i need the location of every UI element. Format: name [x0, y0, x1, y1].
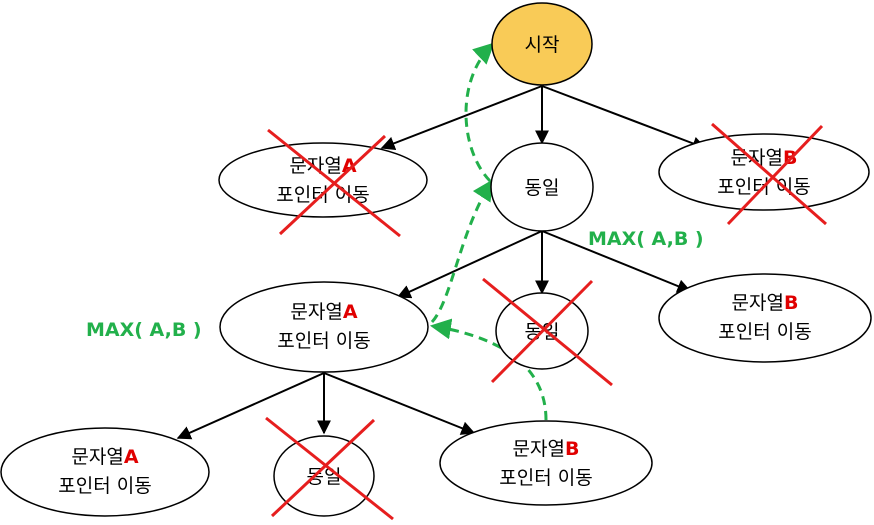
tree-edges [176, 85, 707, 440]
node-l2-same: 동일 [482, 277, 613, 387]
node-l1-b-cross-mark [711, 122, 827, 226]
node-l2-b: 문자열B 포인터 이동 [658, 273, 872, 363]
node-l1-same-shape [490, 142, 594, 232]
node-l2-a: 문자열A 포인터 이동 [219, 281, 429, 373]
edge-l2-a-to-l3-a [176, 372, 325, 440]
node-l2-b-letter: B [784, 292, 798, 314]
node-l3-a-line2: 포인터 이동 [58, 475, 151, 497]
node-l1-a: 문자열A 포인터 이동 [218, 128, 428, 238]
return-path-l1-same-to-start [464, 42, 495, 183]
edge-l1-same-to-l2-a [396, 230, 543, 299]
node-start-shape [491, 2, 593, 86]
node-l1-a-cross-mark [267, 128, 401, 238]
max-label-left: MAX( A,B ) [86, 319, 202, 341]
node-l3-a-line1: 문자열A [71, 446, 138, 468]
edge-start-to-l1-b [541, 85, 707, 151]
node-l3-b-shape [439, 420, 653, 506]
node-l3-same-cross-mark [265, 416, 394, 521]
node-start-label: 시작 [525, 34, 560, 56]
node-l3-same-shape [273, 435, 375, 517]
node-l1-a-shape [218, 142, 428, 218]
node-l2-b-line1: 문자열B [732, 292, 799, 314]
node-l2-a-letter: A [343, 301, 358, 323]
node-l3-b-letter: B [565, 438, 579, 460]
node-l1-b-shape [658, 133, 870, 211]
node-l3-same: 동일 [265, 416, 394, 521]
edge-l1-same-to-l2-b [541, 230, 692, 293]
node-start: 시작 [491, 2, 593, 86]
node-l3-a-shape [0, 427, 210, 517]
max-label-top: MAX( A,B ) [588, 228, 704, 250]
node-l1-b: 문자열B 포인터 이동 [658, 122, 870, 226]
node-l3-a-letter: A [124, 446, 139, 468]
node-l2-same-cross-mark [482, 277, 613, 387]
node-l1-same-label: 동일 [525, 177, 560, 199]
node-l2-a-shape [219, 281, 429, 373]
node-l2-b-line2: 포인터 이동 [718, 321, 811, 343]
node-l3-a: 문자열A 포인터 이동 [0, 427, 210, 517]
edge-l2-a-to-l3-b [323, 372, 476, 435]
node-l3-b: 문자열B 포인터 이동 [439, 420, 653, 506]
node-l2-a-line1: 문자열A [290, 301, 357, 323]
edge-start-to-l1-a [380, 85, 543, 150]
node-l2-a-line2: 포인터 이동 [277, 330, 370, 352]
node-l2-b-shape [658, 273, 872, 363]
node-l3-b-line1: 문자열B [513, 438, 580, 460]
node-l3-b-line2: 포인터 이동 [499, 467, 592, 489]
node-l1-same: 동일 [490, 142, 594, 232]
return-path-l2-a-to-l1-same [430, 179, 494, 324]
